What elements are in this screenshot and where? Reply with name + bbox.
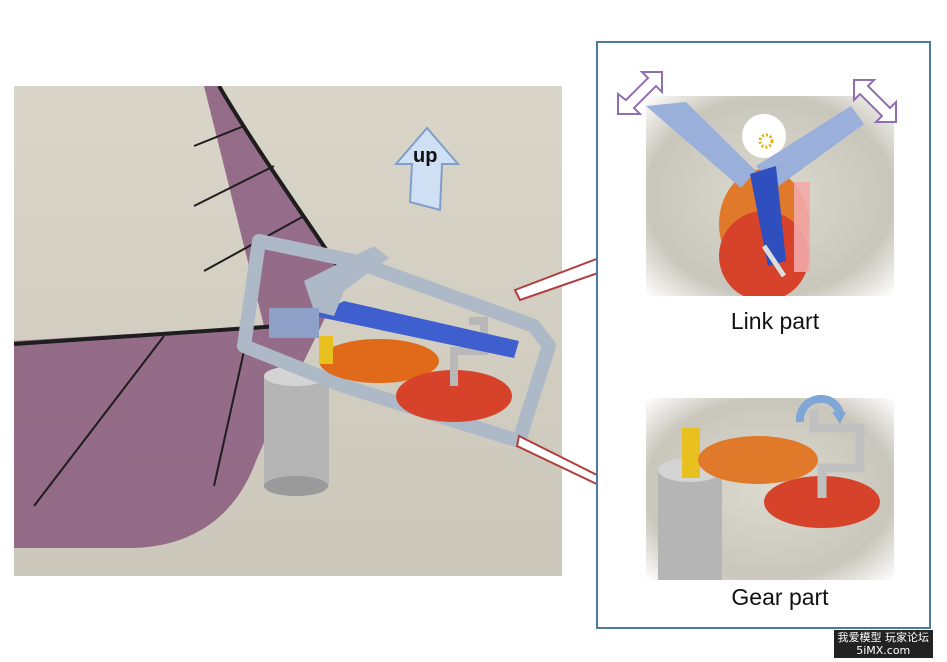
pinion-gear — [319, 336, 333, 364]
gear-mechanism-illustration — [658, 410, 880, 580]
right-arm — [756, 106, 864, 188]
left-arm — [646, 102, 756, 188]
crank-shaft — [809, 410, 865, 498]
red-gear — [719, 211, 809, 296]
gear-part-caption: Gear part — [731, 584, 829, 610]
wing-rib — [193, 125, 245, 147]
spar-clamp — [269, 308, 319, 338]
wing-rib — [213, 350, 245, 487]
motor-body — [264, 376, 329, 486]
red-gear — [396, 370, 512, 422]
wing-rib — [33, 335, 165, 507]
up-arrow-icon — [392, 126, 462, 212]
red-gear — [764, 476, 880, 528]
wing-membrane — [14, 86, 344, 548]
rocker-arm — [304, 246, 389, 316]
wing-spar-rod — [14, 324, 280, 346]
gear-part-view — [646, 398, 894, 580]
wing-rib — [193, 165, 275, 207]
watermark-line1: 我爱模型 玩家论坛 — [837, 631, 930, 644]
double-headed-arrow-icon — [616, 70, 664, 116]
main-3d-view — [14, 86, 562, 576]
rotation-arrow-icon — [794, 386, 846, 426]
gearbox-frame — [237, 234, 556, 448]
motor-body — [658, 470, 722, 580]
small-gear-icon — [756, 131, 776, 151]
double-headed-arrow-icon — [852, 78, 900, 124]
mechanism-illustration — [14, 86, 556, 548]
orange-gear — [698, 436, 818, 484]
link-part-view — [646, 96, 894, 296]
link-part-caption: Link part — [730, 308, 820, 334]
link-mechanism-illustration — [646, 102, 864, 296]
motor-bottom — [264, 476, 328, 496]
vertical-motion-arrow — [794, 182, 810, 272]
watermark: 我爱模型 玩家论坛 5iMX.com — [833, 630, 933, 658]
blue-link — [750, 166, 786, 266]
up-label: up — [413, 145, 438, 167]
pinion-gear — [682, 428, 700, 478]
watermark-line2: 5iMX.com — [856, 644, 911, 657]
crank-pin — [761, 244, 787, 278]
blue-link — [314, 301, 519, 358]
orange-gear — [319, 339, 439, 383]
